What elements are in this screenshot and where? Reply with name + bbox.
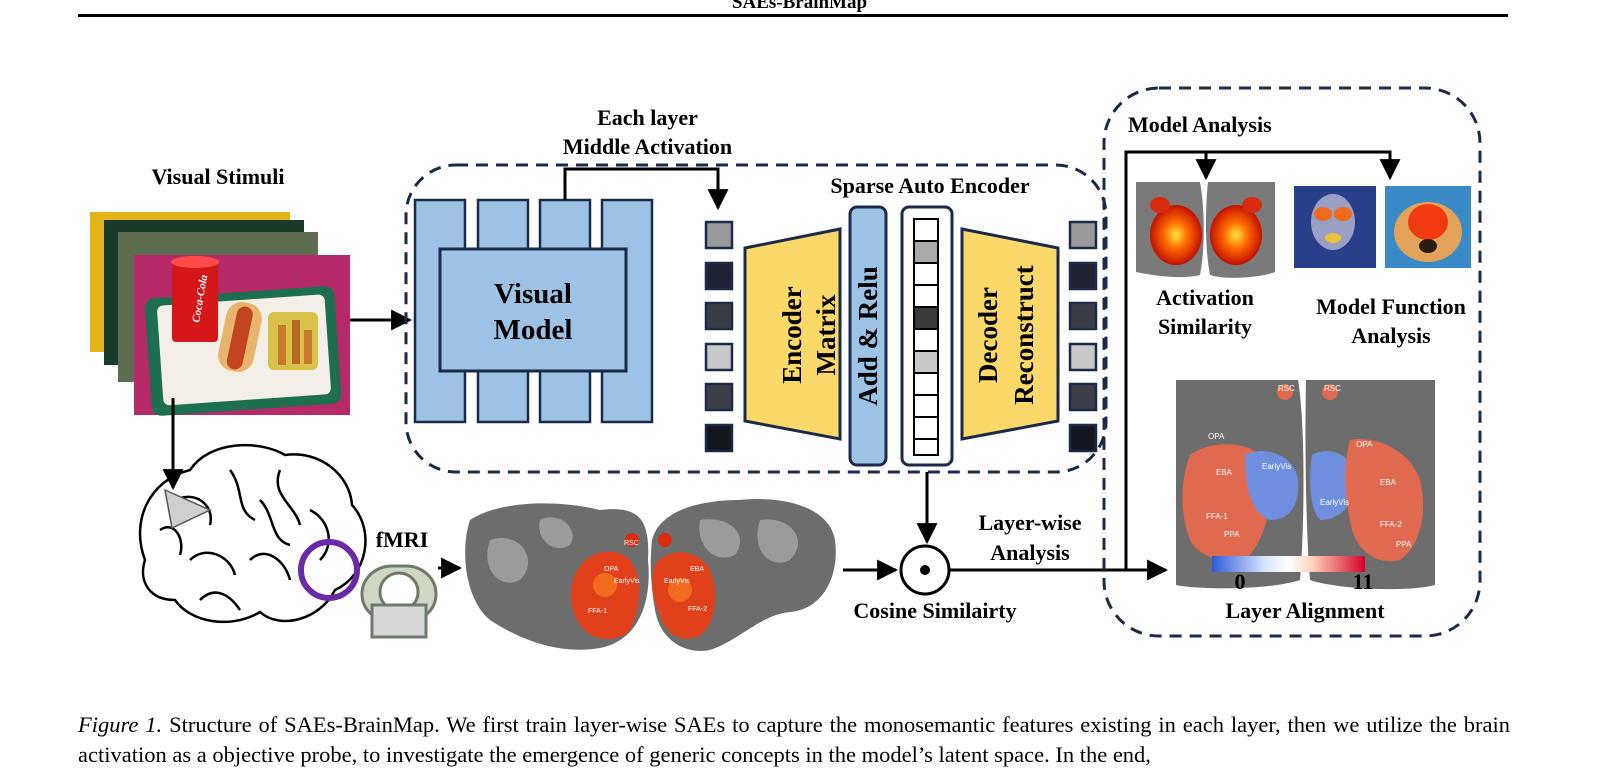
roi-label: EarlyVis bbox=[664, 578, 690, 585]
color-scale-bar bbox=[1212, 556, 1365, 572]
decoder-label-1: Decoder bbox=[973, 287, 1003, 383]
layer-alignment-map bbox=[1176, 380, 1435, 590]
model-analysis-label: Model Analysis bbox=[1128, 112, 1272, 137]
fmri-scanner-icon bbox=[360, 564, 438, 639]
roi-label: OPA bbox=[1208, 432, 1225, 441]
roi-label: OPA bbox=[604, 566, 619, 573]
fmri-label: fMRI bbox=[375, 527, 429, 552]
visual-model-label-2: Model bbox=[493, 314, 573, 346]
roi-label: FFA-2 bbox=[688, 606, 708, 613]
figure-caption: Figure 1. Structure of SAEs-BrainMap. We… bbox=[78, 710, 1510, 770]
activation-vector-input bbox=[704, 220, 734, 453]
roi-label: PPA bbox=[1396, 540, 1412, 549]
activation-vector-output bbox=[1068, 220, 1098, 453]
figure-label: Figure 1. bbox=[78, 712, 163, 737]
roi-label: EBA bbox=[1380, 478, 1397, 487]
cup-image bbox=[172, 262, 218, 342]
each-layer-label: Each layer bbox=[597, 105, 698, 130]
encoder-block bbox=[743, 227, 842, 441]
activation-label-2: Similarity bbox=[1157, 314, 1253, 339]
visual-model-label-1: Visual bbox=[494, 278, 572, 310]
model-function-label-1: Model Function bbox=[1316, 294, 1466, 319]
roi-label: EBA bbox=[1216, 468, 1233, 477]
middle-activation-label: Middle Activation bbox=[562, 134, 733, 159]
roi-label: EarlyVis bbox=[1320, 498, 1350, 507]
add-relu-block bbox=[848, 205, 888, 467]
roi-label: FFA-1 bbox=[1206, 512, 1228, 521]
roi-label: FFA-1 bbox=[588, 608, 608, 615]
roi-label: EarlyVis bbox=[1262, 462, 1292, 471]
roi-label: OPA bbox=[1356, 440, 1373, 449]
model-function-label-2: Analysis bbox=[1351, 323, 1431, 348]
fmri-brain-flatmap bbox=[465, 499, 836, 651]
cosine-similarity-label: Cosine Similairty bbox=[853, 598, 1017, 623]
model-analysis-dashed-box bbox=[1102, 86, 1482, 638]
caption-text: Structure of SAEs-BrainMap. We first tra… bbox=[78, 712, 1511, 767]
roi-label: PPA bbox=[1224, 530, 1240, 539]
decoder-label-2: Reconstruct bbox=[1009, 265, 1039, 405]
roi-label: RSC bbox=[1278, 384, 1295, 393]
sparse-latent-vector bbox=[900, 205, 954, 467]
roi-label: FFA-2 bbox=[1380, 520, 1402, 529]
layerwise-label-1: Layer-wise bbox=[978, 510, 1082, 535]
add-relu-label: Add & Relu bbox=[853, 266, 883, 406]
dot-product-icon bbox=[899, 544, 951, 596]
activation-similarity-map bbox=[1136, 182, 1275, 278]
encoder-label-1: Encoder bbox=[777, 286, 807, 384]
running-head: SAEs-BrainMap bbox=[731, 0, 868, 13]
brain-icon bbox=[138, 444, 367, 624]
layerwise-label-2: Analysis bbox=[990, 540, 1070, 565]
layer-alignment-label: Layer Alignment bbox=[1225, 598, 1385, 623]
roi-label: EarlyVis bbox=[614, 578, 640, 585]
visual-stimuli-label: Visual Stimuli bbox=[151, 164, 285, 189]
encoder-label-2: Matrix bbox=[811, 294, 841, 376]
scale-min-label: 0 bbox=[1234, 569, 1246, 594]
activation-label-1: Activation bbox=[1156, 285, 1254, 310]
header-rule bbox=[78, 14, 1508, 17]
sae-title: Sparse Auto Encoder bbox=[830, 173, 1030, 198]
roi-label: RSC bbox=[624, 540, 639, 547]
model-function-heatmaps bbox=[1294, 186, 1471, 268]
visual-stimuli-images: Coca-Cola bbox=[90, 212, 350, 416]
decoder-block bbox=[960, 227, 1060, 441]
architecture-diagram: Coca-Cola bbox=[90, 86, 1482, 651]
visual-model-block bbox=[413, 198, 654, 424]
visual-cortex-highlight bbox=[298, 539, 360, 601]
sae-dashed-box bbox=[404, 163, 1108, 474]
stimulus-cone-icon bbox=[164, 488, 212, 530]
roi-label: RSC bbox=[1324, 384, 1341, 393]
scale-max-label: 11 bbox=[1352, 569, 1374, 594]
roi-label: EBA bbox=[690, 566, 705, 573]
